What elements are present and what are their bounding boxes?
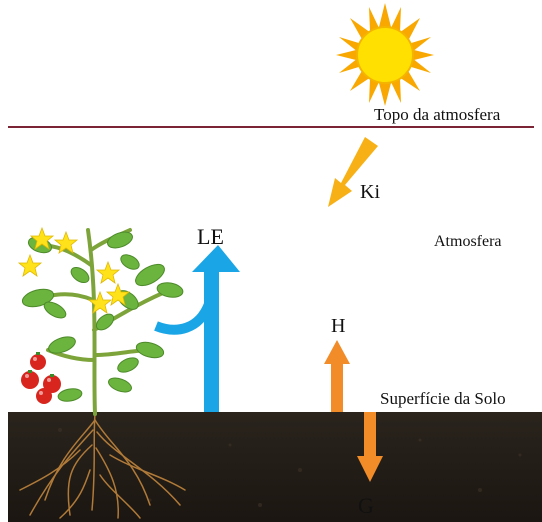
surface-label: Superfície da Solo bbox=[380, 390, 506, 407]
top-of-atmosphere-label: Topo da atmosfera bbox=[374, 106, 500, 123]
ki-label: Ki bbox=[360, 182, 380, 202]
tomatoes bbox=[21, 352, 61, 404]
sun-icon bbox=[336, 3, 434, 106]
le-arrow bbox=[156, 245, 240, 412]
atmosphere-label: Atmosfera bbox=[434, 234, 502, 250]
g-label: G bbox=[358, 495, 374, 517]
h-label: H bbox=[331, 316, 345, 336]
tomato-plant-icon bbox=[19, 228, 184, 414]
h-arrow bbox=[324, 340, 350, 412]
le-label: LE bbox=[197, 226, 224, 248]
